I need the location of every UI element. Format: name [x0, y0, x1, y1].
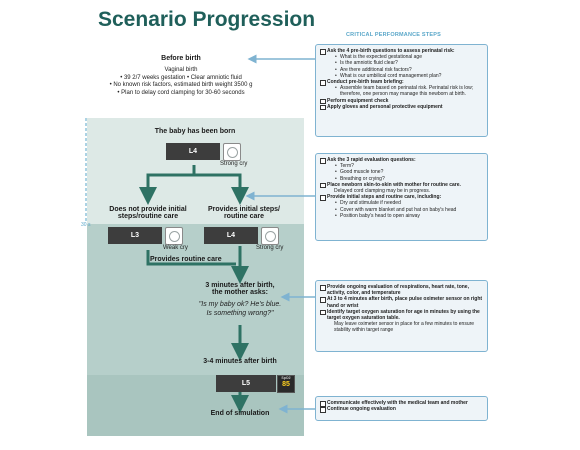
- mother-quote: "Is my baby ok? He's blue. Is something …: [180, 300, 300, 318]
- right-branch-heading-line: routine care: [223, 213, 265, 220]
- checklist-subitem: What is our umbilical cord management pl…: [327, 73, 483, 79]
- three-min-heading-line: 3 minutes after birth,: [205, 282, 275, 289]
- checklist-item: Communicate effectively with the medical…: [320, 400, 483, 407]
- checklist-item: Provide initial steps and routine care, …: [320, 194, 483, 219]
- provides-routine-care-label: Provides routine care: [150, 256, 222, 263]
- monitor-born: L4: [166, 143, 220, 160]
- checklist-note: May leave oximeter sensor in place for a…: [334, 321, 475, 334]
- panel-before-birth: Ask the 4 pre-birth questions to assess …: [315, 44, 488, 137]
- born-caption: Strong cry: [220, 161, 248, 167]
- checklist-subitem: Dry and stimulate if needed: [327, 200, 483, 206]
- left-branch-heading-line: steps/routine care: [117, 213, 179, 220]
- mother-quote-line: "Is my baby ok? He's blue.: [198, 301, 282, 308]
- critical-steps-heading: CRITICAL PERFORMANCE STEPS: [346, 32, 441, 38]
- left-branch-caption: Weak cry: [163, 245, 188, 251]
- spo2-display: SpO2 85: [277, 375, 295, 393]
- checklist-subitem: Are there additional risk factors?: [327, 67, 483, 73]
- checklist-item: Ask the 3 rapid evaluation questions: Te…: [320, 157, 483, 182]
- checklist-subitem: Cover with warm blanket and put hat on b…: [327, 207, 483, 213]
- left-branch-heading-line: Does not provide initial: [109, 206, 187, 213]
- three-four-min-heading: 3-4 minutes after birth: [203, 358, 277, 365]
- before-birth-line: • Plan to delay cord clamping for 30-60 …: [117, 89, 245, 96]
- checklist-note: Delayed cord clamping may be in progress…: [334, 188, 431, 195]
- checklist-subitem: Term?: [327, 163, 483, 169]
- baby-face-icon: [223, 143, 241, 161]
- arrow-left-to-routine: [146, 250, 236, 266]
- spo2-value: 85: [282, 381, 290, 388]
- timer-label: 30 s: [81, 222, 91, 228]
- before-birth-line: • No known risk factors, estimated birth…: [109, 82, 253, 89]
- arrow-to-left-branch: [139, 165, 196, 205]
- panel-initial-steps: Ask the 3 rapid evaluation questions: Te…: [315, 153, 488, 241]
- arrow-to-right-branch: [194, 173, 249, 205]
- checklist-subitem: Breathing or crying?: [327, 176, 483, 182]
- checklist-subitem: What is the expected gestational age: [327, 54, 483, 60]
- baby-face-icon: [165, 227, 183, 245]
- checklist-item: Provide ongoing evaluation of respiratio…: [320, 284, 483, 296]
- monitor-left-branch: L3: [108, 227, 162, 244]
- right-branch-caption: Strong cry: [256, 245, 284, 251]
- three-min-heading: 3 minutes after birth, the mother asks:: [180, 282, 300, 296]
- before-birth-details: Vaginal birth • 39 2/7 weeks gestation •…: [86, 67, 276, 97]
- checklist-subitem: Is the amniotic fluid clear?: [327, 60, 483, 66]
- monitor-right-branch: L4: [204, 227, 258, 244]
- left-branch-heading: Does not provide initial steps/routine c…: [95, 206, 201, 220]
- spo2-label: SpO2: [281, 376, 291, 380]
- born-heading: The baby has been born: [154, 128, 236, 135]
- checklist-item: Conduct pre-birth team briefing: Assembl…: [320, 79, 483, 98]
- checklist-item: Apply gloves and personal protective equ…: [320, 104, 483, 111]
- panel-end: Communicate effectively with the medical…: [315, 396, 488, 421]
- baby-face-icon: [261, 227, 279, 245]
- before-birth-heading: Before birth: [161, 55, 201, 62]
- panel-three-min: Provide ongoing evaluation of respiratio…: [315, 280, 488, 352]
- checklist-subitem: Good muscle tone?: [327, 169, 483, 175]
- checklist-subitem: Position baby's head to open airway: [327, 213, 483, 219]
- checklist-item: Perform equipment check: [320, 98, 483, 105]
- mother-quote-line: Is something wrong?": [206, 310, 274, 317]
- page-title: Scenario Progression: [98, 8, 316, 31]
- before-birth-line: Vaginal birth: [164, 67, 198, 73]
- three-min-heading-line: the mother asks:: [211, 289, 269, 296]
- before-birth-line: • 39 2/7 weeks gestation • Clear amnioti…: [120, 74, 242, 81]
- checklist-item: At 3 to 4 minutes after birth, place pul…: [320, 296, 483, 309]
- end-of-simulation: End of simulation: [210, 410, 270, 417]
- right-branch-heading-line: Provides initial steps/: [208, 206, 280, 213]
- checklist-item: Ask the 4 pre-birth questions to assess …: [320, 48, 483, 79]
- checklist-item: Place newborn skin-to-skin with mother f…: [320, 182, 483, 194]
- monitor-three-four-min: L5: [216, 375, 276, 392]
- checklist-item: Continue ongoing evaluation: [320, 406, 483, 413]
- checklist-item: Identify target oxygen saturation for ag…: [320, 309, 483, 334]
- right-branch-heading: Provides initial steps/ routine care: [196, 206, 292, 220]
- checklist-subitem: Assemble team based on perinatal risk. P…: [327, 85, 483, 97]
